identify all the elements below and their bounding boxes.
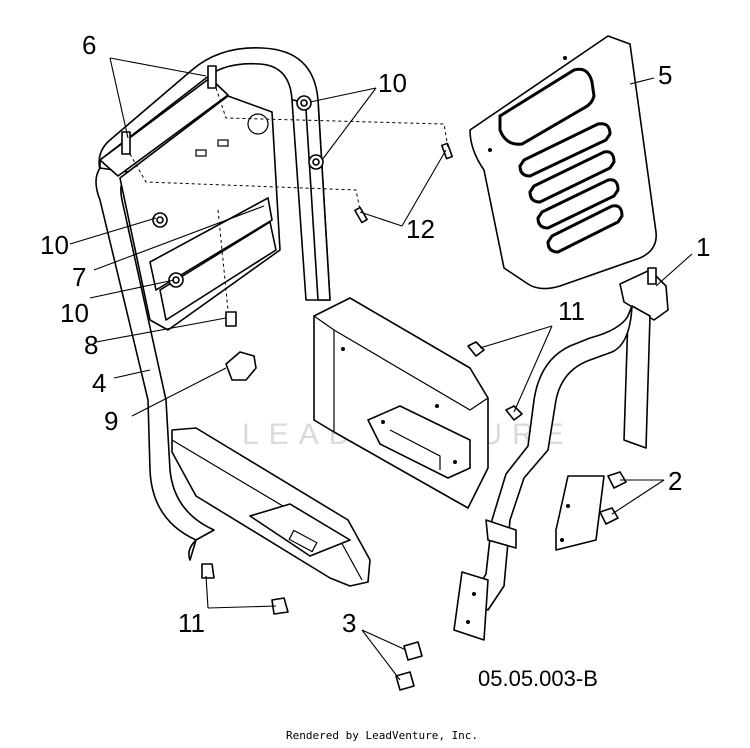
callout-12: 12 <box>406 214 435 244</box>
callout-6: 6 <box>82 30 96 60</box>
callout-11-right: 11 <box>558 296 585 326</box>
callout-4: 4 <box>92 368 106 398</box>
callout-5: 5 <box>658 60 672 90</box>
callout-10-middle: 10 <box>40 230 69 260</box>
callout-7: 7 <box>72 262 86 292</box>
callouts: 6 10 5 12 10 7 10 8 4 9 1 11 2 11 3 <box>40 30 710 638</box>
credit-line: Rendered by LeadVenture, Inc. <box>286 729 478 742</box>
callout-10-bottom: 10 <box>60 298 89 328</box>
support-frame-part-1 <box>453 267 669 641</box>
fasteners <box>121 65 627 691</box>
callout-9: 9 <box>104 406 118 436</box>
callout-2: 2 <box>668 466 682 496</box>
assembly-lines <box>129 87 449 311</box>
leader-lines <box>69 57 693 681</box>
callout-10-top: 10 <box>378 68 407 98</box>
frame-part-4 <box>95 47 489 587</box>
callout-1: 1 <box>696 232 710 262</box>
callout-8: 8 <box>84 330 98 360</box>
side-panel-part-5 <box>469 35 657 290</box>
callout-3: 3 <box>342 608 356 638</box>
figure-code: 05.05.003-B <box>478 666 598 691</box>
callout-11-left: 11 <box>178 608 205 638</box>
